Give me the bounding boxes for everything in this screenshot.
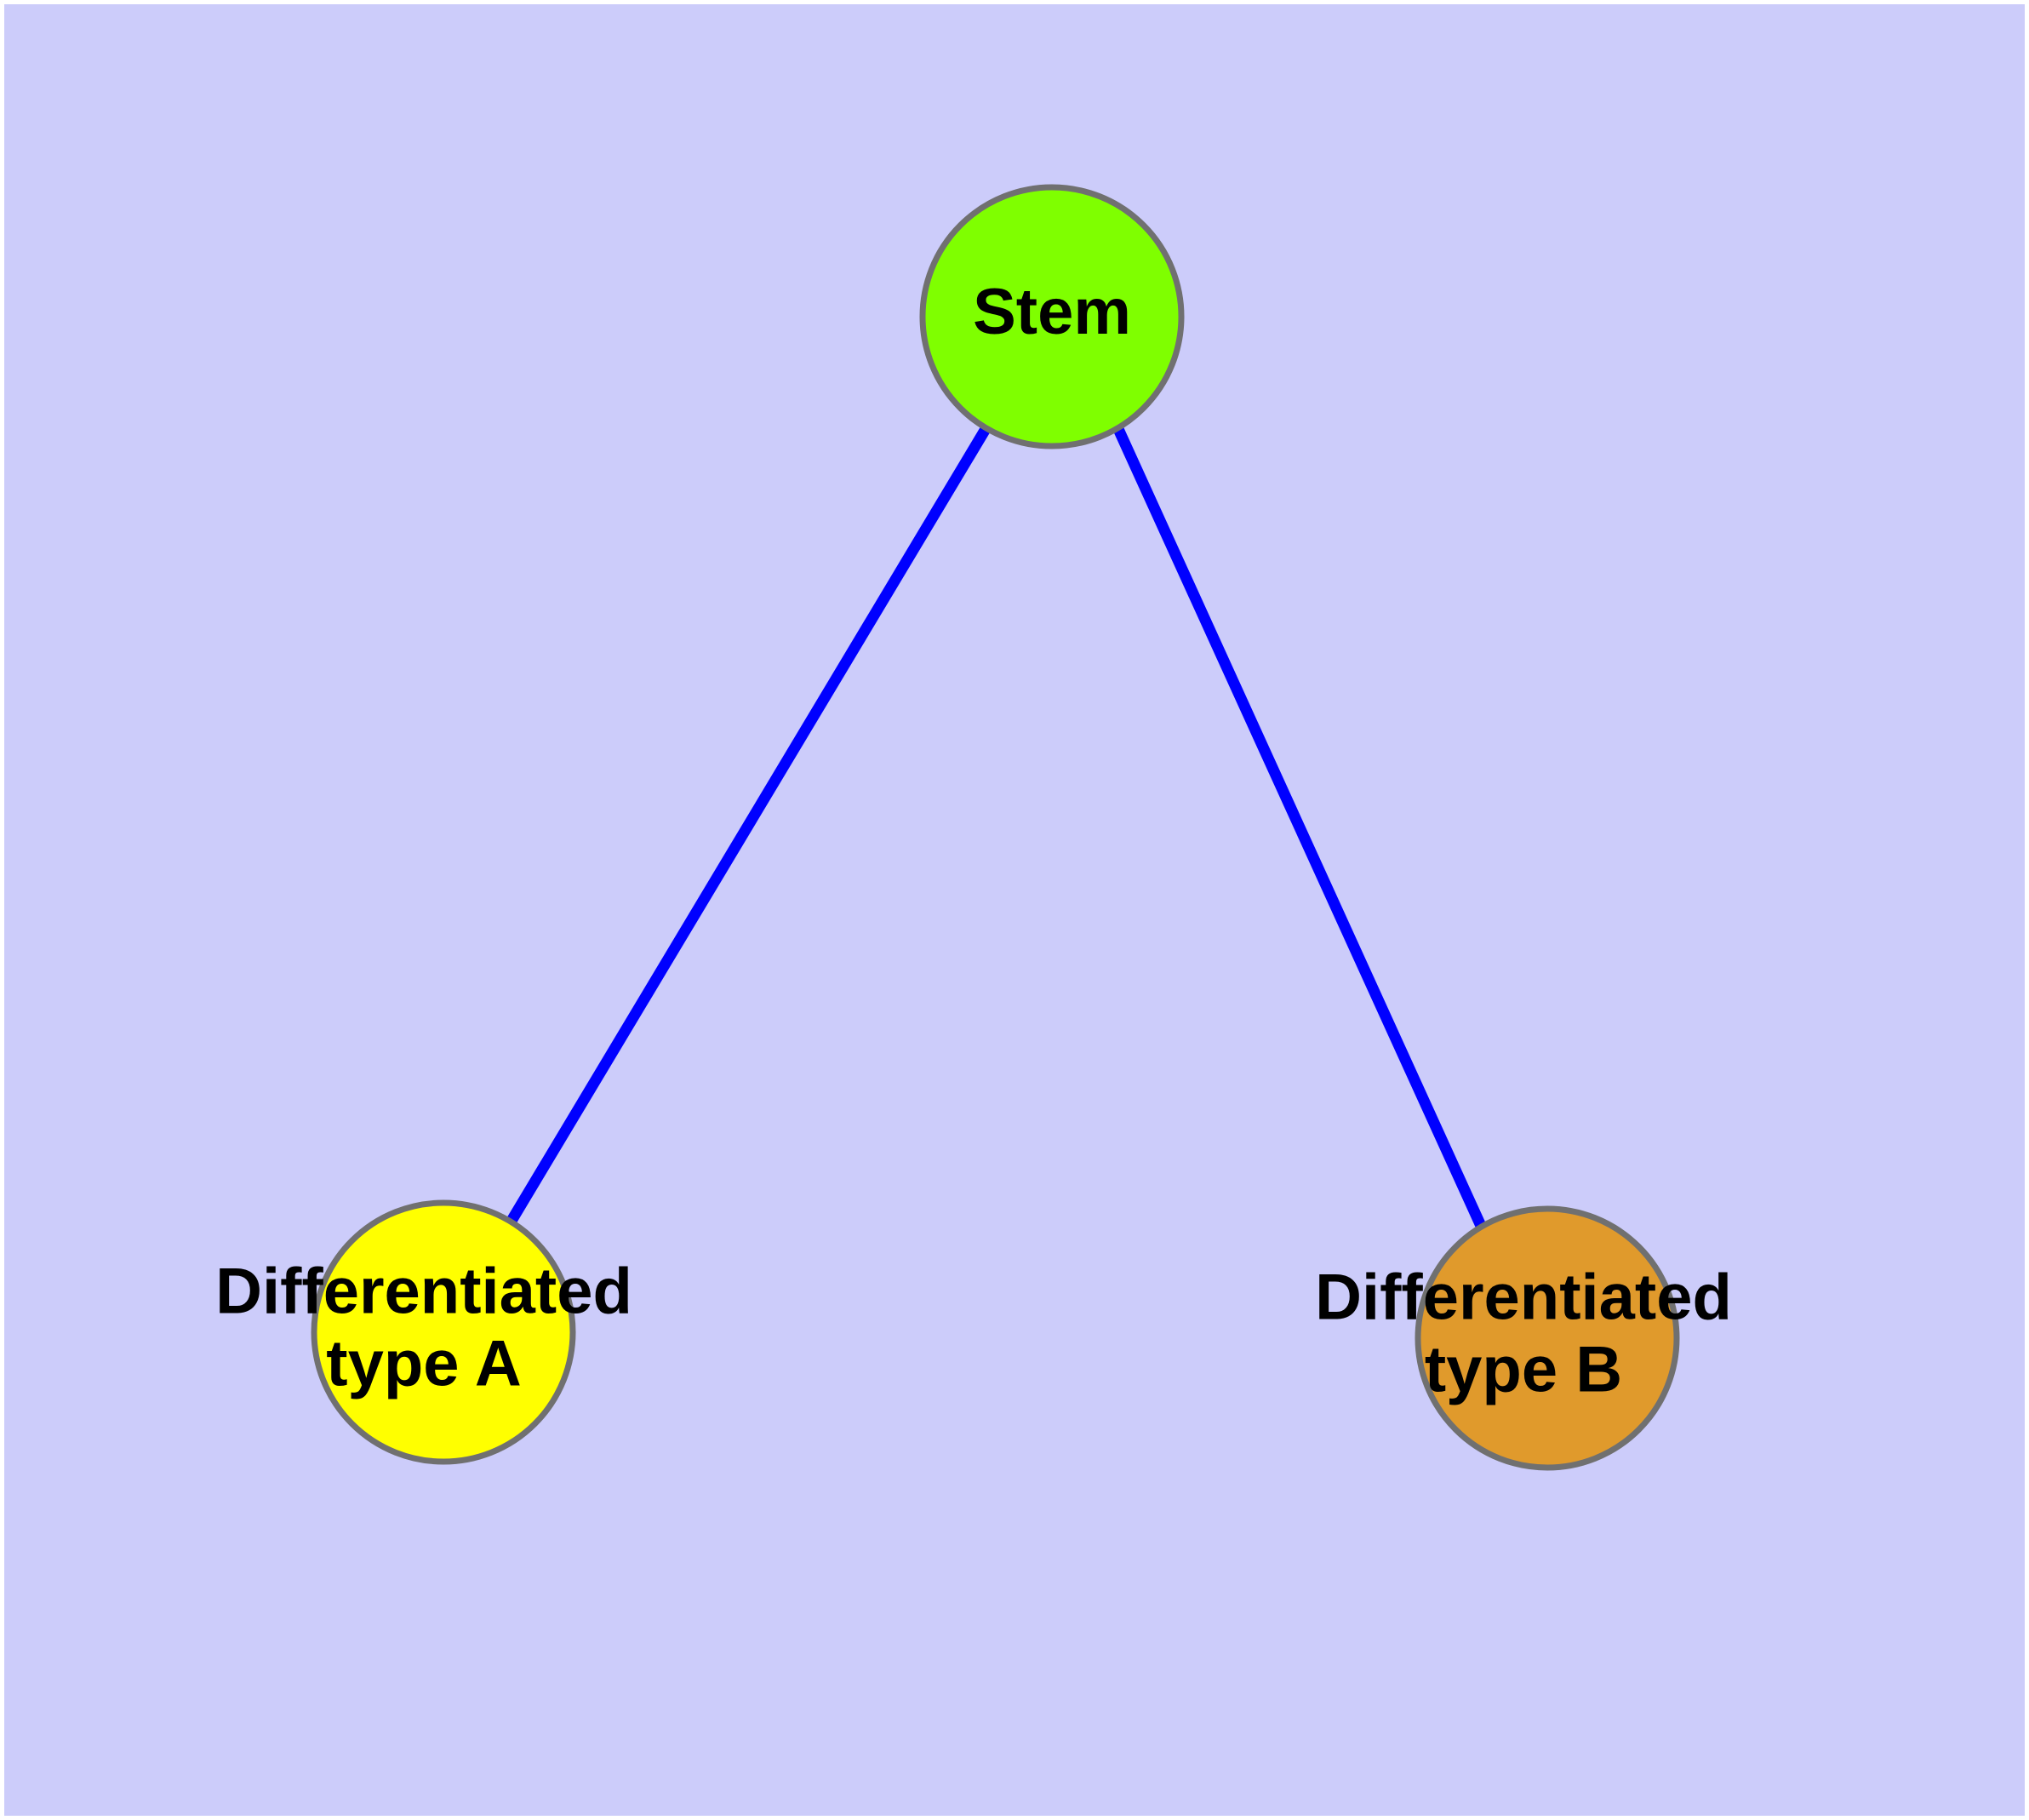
node-label-stem: Stem bbox=[973, 276, 1131, 348]
edge-stem-to-differentiated-type-b[interactable] bbox=[1113, 426, 1486, 1228]
edge-stem-to-differentiated-type-a[interactable] bbox=[506, 426, 991, 1224]
node-circle-differentiated-type-b[interactable] bbox=[1415, 1205, 1680, 1471]
node-circle-stem[interactable] bbox=[919, 184, 1185, 449]
node-circle-differentiated-type-a[interactable] bbox=[311, 1199, 576, 1465]
node-stem[interactable]: Stem bbox=[919, 184, 1185, 449]
edges-layer bbox=[506, 426, 1486, 1228]
